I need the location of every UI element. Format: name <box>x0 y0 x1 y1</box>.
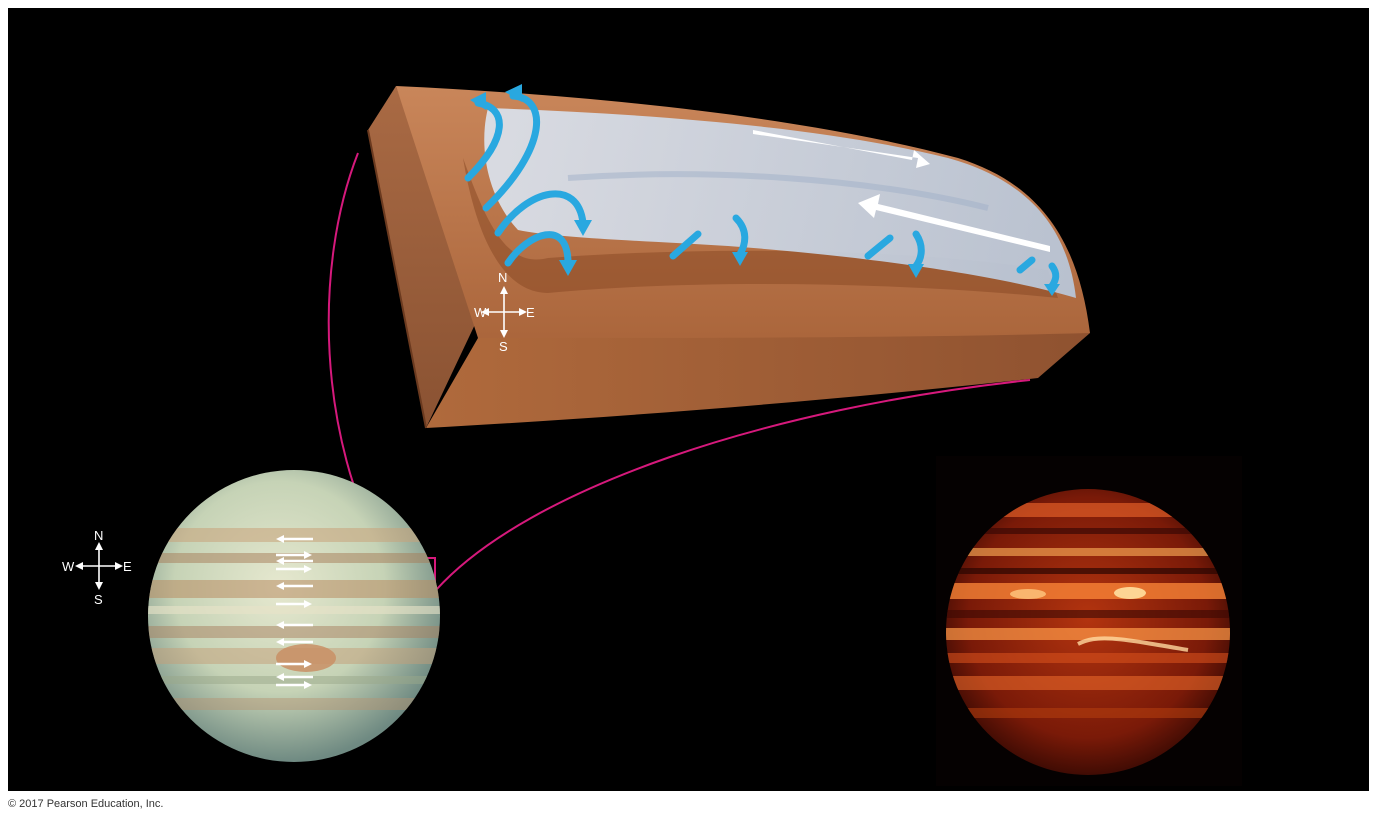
curved-blue-arrow-icon <box>912 230 925 270</box>
slab-wind-arrows <box>753 130 1050 252</box>
slab-edge <box>367 129 427 429</box>
visible-compass-north: N <box>94 528 103 543</box>
curved-blue-arrow-icon <box>864 234 894 260</box>
great-red-spot <box>276 644 336 672</box>
visible-compass-west: W <box>62 559 75 574</box>
compass-rose-icon <box>79 546 119 586</box>
cloud-shadow <box>567 171 989 211</box>
jupiter-visible <box>148 470 440 762</box>
slab-compass: N S E W <box>474 270 535 354</box>
connector-right <box>435 379 1031 591</box>
slab-compass-west: W <box>474 305 487 320</box>
curved-blue-arrow-icon <box>494 190 587 237</box>
curved-blue-arrow-icon <box>504 231 572 267</box>
slab-compass-east: E <box>526 305 535 320</box>
curved-blue-arrow-icon <box>1048 262 1060 290</box>
curved-blue-arrow-icon <box>464 99 503 182</box>
atmosphere-slab: N S E W <box>367 84 1090 429</box>
slab-front-face <box>426 333 1090 428</box>
flow-arrowheads <box>470 84 1060 296</box>
visible-bands <box>148 528 440 710</box>
planet-wind-arrows <box>276 535 313 689</box>
curved-blue-arrow-icon <box>482 92 541 212</box>
curved-blue-arrow-icon <box>732 214 749 258</box>
curved-blue-arrow-icon <box>669 230 702 260</box>
slab-compass-north: N <box>498 270 507 285</box>
white-wind-arrow-icon <box>858 194 1050 252</box>
visible-compass-south: S <box>94 592 103 607</box>
jupiter-infrared <box>936 456 1242 786</box>
copyright-credit: © 2017 Pearson Education, Inc. <box>8 798 164 810</box>
ammonia-cloud-layer <box>484 108 1076 298</box>
curved-blue-arrow-icon <box>1016 256 1036 274</box>
slab-left-face <box>368 86 478 428</box>
compass-rose-icon <box>486 291 522 333</box>
visible-compass: N S E W <box>62 528 132 607</box>
white-wind-arrow-icon <box>753 130 930 168</box>
slab-compass-south: S <box>499 339 508 354</box>
figure-svg: N S E W <box>62 84 1242 786</box>
visible-compass-east: E <box>123 559 132 574</box>
figure-panel: N S E W <box>8 8 1369 791</box>
